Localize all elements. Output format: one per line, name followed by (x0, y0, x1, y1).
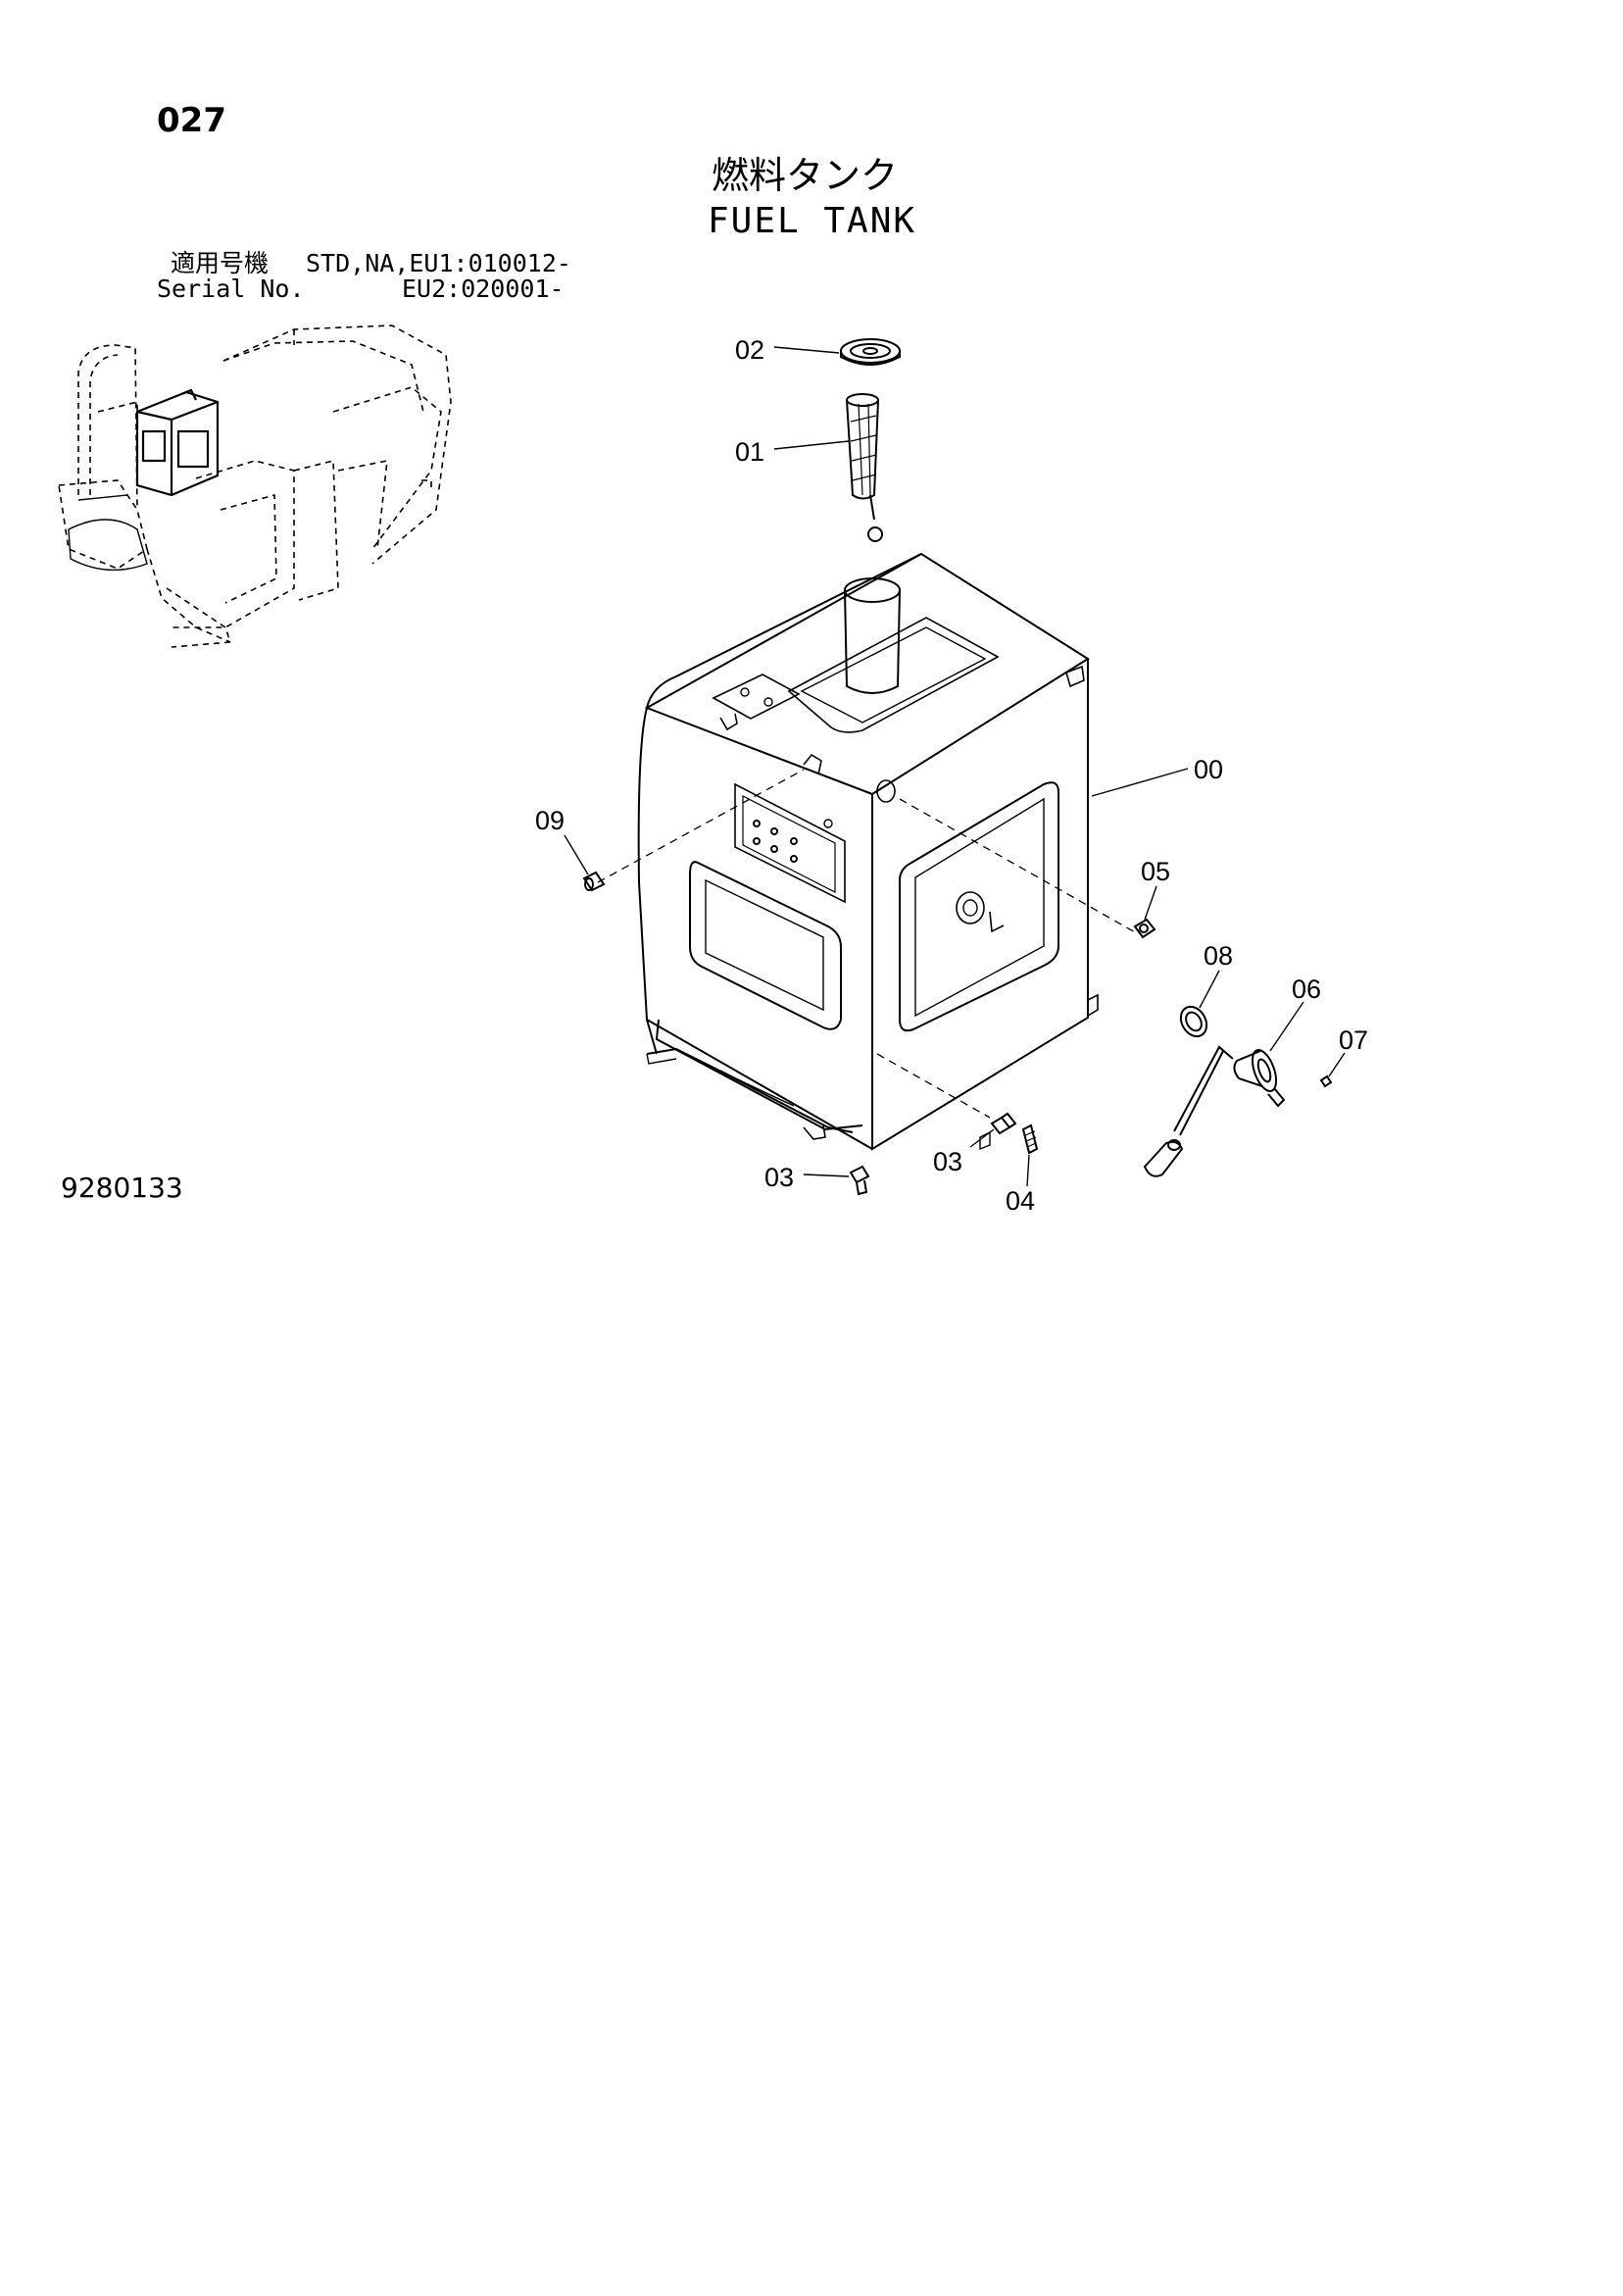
callout-03-right: 03 (933, 1147, 963, 1176)
leader-01 (774, 441, 849, 449)
leader-08 (1200, 971, 1219, 1008)
leader-03-right (970, 1129, 994, 1147)
leader-06 (1270, 1002, 1303, 1051)
leader-00 (1092, 769, 1188, 796)
title-english: FUEL TANK (708, 201, 917, 241)
drawing-number: 9280133 (61, 1172, 183, 1204)
callout-06: 06 (1292, 974, 1322, 1004)
part-01-strainer (847, 394, 882, 541)
serial-range-2: EU2:020001- (402, 275, 565, 303)
part-03-fitting-left (851, 1167, 868, 1194)
callout-02: 02 (735, 335, 765, 365)
serial-label: Serial No. (157, 275, 305, 303)
alignment-lines (598, 770, 1137, 1118)
callout-00: 00 (1194, 755, 1224, 784)
callout-07: 07 (1339, 1025, 1369, 1055)
leader-03-left (804, 1174, 849, 1176)
serial-range-1: STD,NA,EU1:010012- (306, 249, 571, 277)
callout-03-left: 03 (764, 1163, 795, 1192)
part-07-screw (1321, 1076, 1331, 1086)
callout-05: 05 (1141, 857, 1171, 886)
leader-04 (1027, 1155, 1029, 1186)
part-06-level-sensor (1145, 1047, 1284, 1176)
page-number: 027 (157, 101, 226, 140)
part-03-fitting-right (992, 1114, 1015, 1133)
leader-02 (774, 347, 839, 353)
thumbnail-tank-highlight (137, 390, 218, 495)
machine-overview-thumbnail (59, 325, 451, 647)
part-09-plug (584, 873, 604, 890)
leader-07 (1329, 1053, 1345, 1076)
callout-08: 08 (1204, 941, 1234, 971)
leader-05 (1145, 886, 1156, 920)
part-00-fuel-tank (639, 554, 1098, 1149)
part-05-nut (1135, 920, 1155, 937)
callout-01: 01 (735, 437, 765, 467)
callout-04: 04 (1006, 1186, 1036, 1216)
part-02-cap (841, 339, 900, 365)
title-japanese: 燃料タンク (712, 154, 899, 197)
part-08-gasket (1176, 1002, 1212, 1041)
leader-09 (565, 835, 588, 874)
callout-09: 09 (535, 806, 566, 835)
part-04-drain-cock (1023, 1125, 1037, 1153)
applicability-label-jp: 適用号機 (171, 249, 270, 277)
